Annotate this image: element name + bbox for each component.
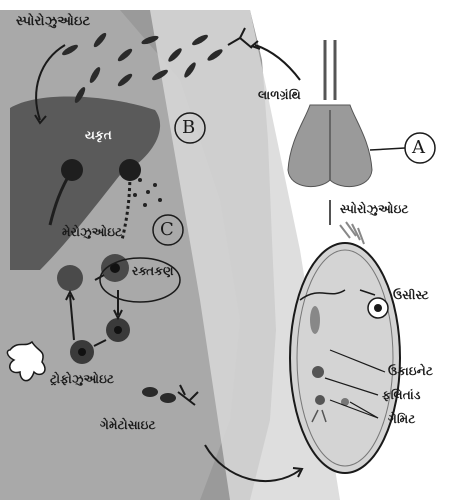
label-sporozoite-top: સ્પોરોઝુઓઇટ bbox=[16, 14, 90, 29]
gametocyte-1 bbox=[142, 387, 158, 397]
label-merozoite: મેરોઝુઓઇટ bbox=[62, 225, 122, 240]
mosquito-gut bbox=[290, 243, 400, 473]
marker-b: B bbox=[182, 117, 195, 138]
label-salivary-gland: લાળગ્રંથિ bbox=[258, 88, 301, 103]
marker-c: C bbox=[160, 219, 174, 240]
rbc-infected-1 bbox=[57, 265, 83, 291]
marker-a: A bbox=[412, 137, 425, 158]
label-gamete: ગેમિટ bbox=[388, 412, 416, 427]
label-gametocyte: ગેમેટોસાઇટ bbox=[100, 418, 156, 433]
gametocyte-2 bbox=[160, 393, 176, 403]
label-oocyst: ઉસીસ્ટ bbox=[393, 288, 429, 303]
label-fertilization: ફલિતાંડ bbox=[382, 388, 421, 403]
label-trophozoite: ટ્રોફોઝુઓઇટ bbox=[50, 372, 114, 387]
label-ookinete: ઉકાઇનેટ bbox=[388, 364, 433, 379]
label-rbc: રક્તકણ bbox=[132, 264, 174, 279]
released-sporozoites bbox=[340, 222, 364, 244]
label-sporozoite-mid: સ્પોરોઝુઓઇટ bbox=[340, 202, 409, 217]
ookinete bbox=[310, 306, 320, 334]
salivary-duct bbox=[325, 40, 335, 100]
label-liver: યકૃત bbox=[85, 128, 112, 143]
zygote bbox=[312, 366, 324, 378]
gamete-1 bbox=[315, 395, 325, 405]
